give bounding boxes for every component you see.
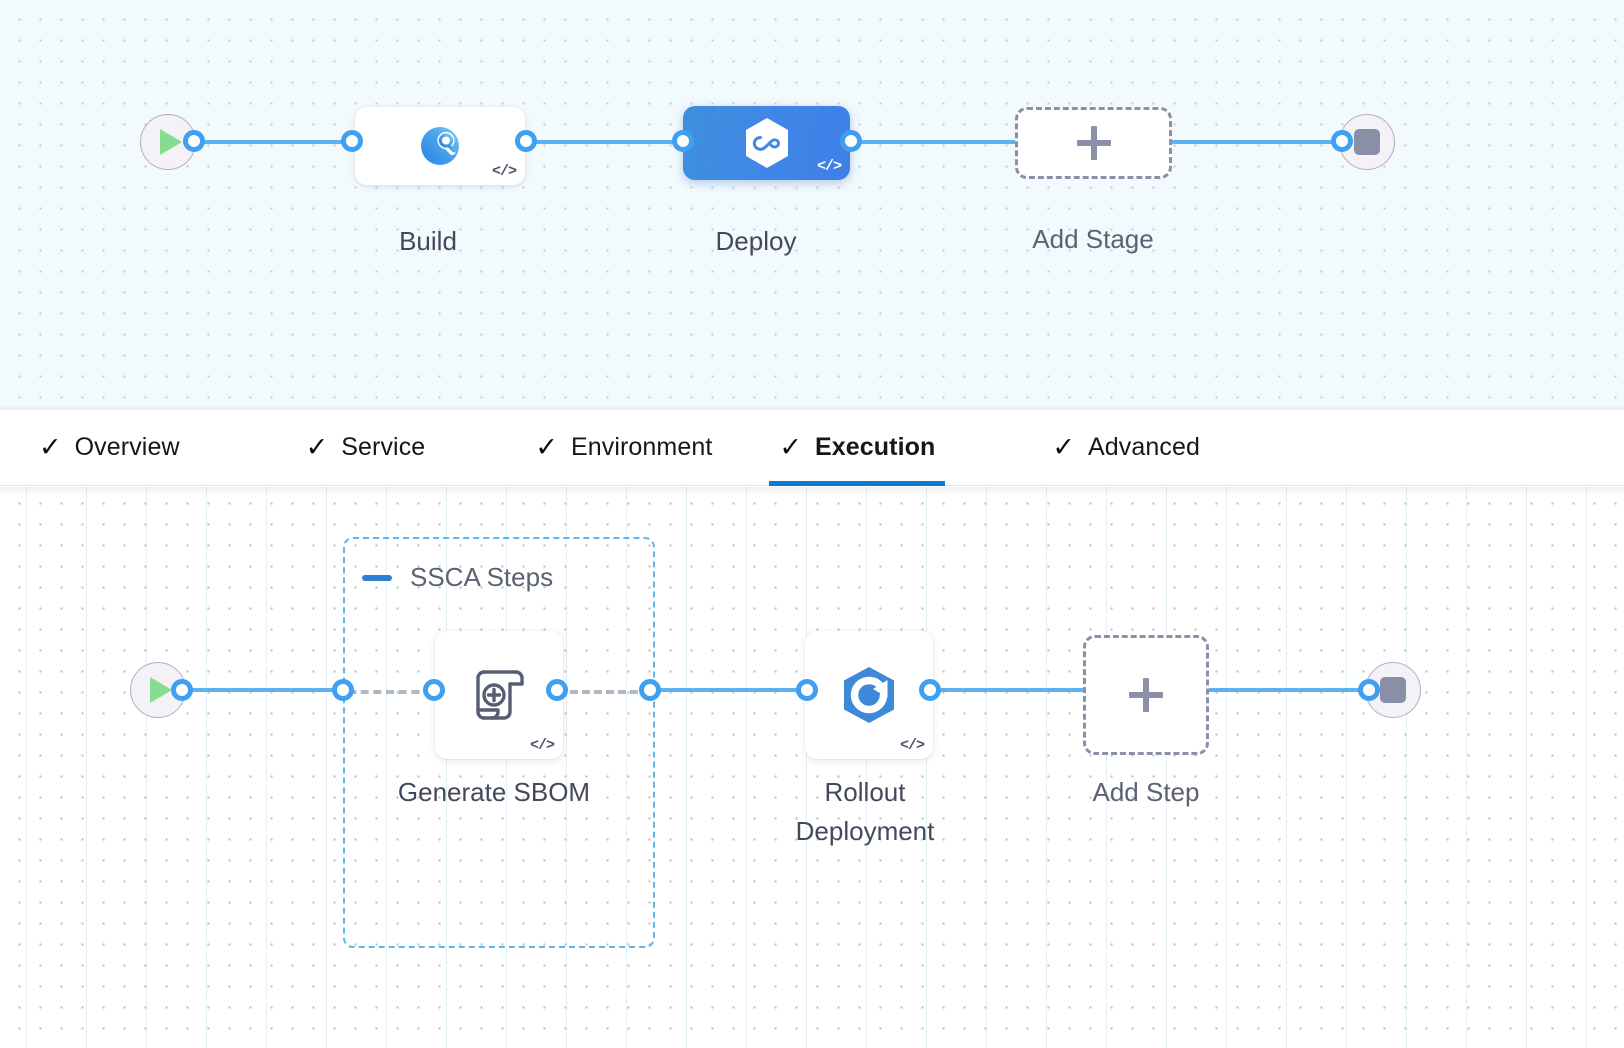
code-badge-icon[interactable]: </>	[529, 737, 555, 754]
edge-deploy-to-add	[848, 140, 1018, 144]
plus-icon	[1129, 678, 1163, 712]
stop-icon	[1380, 677, 1406, 703]
stage-label-build: Build	[399, 226, 457, 256]
edge-rollout-to-add	[928, 688, 1085, 692]
connector-dot-rollout-in[interactable]	[796, 679, 818, 701]
connector-dot-sbom-in[interactable]	[423, 679, 445, 701]
add-stage-label: Add Stage	[1032, 224, 1154, 254]
edge-start-to-group	[180, 688, 345, 692]
edge-group-to-sbom	[348, 690, 432, 694]
edge-group-to-rollout	[648, 688, 810, 692]
code-badge-icon[interactable]: </>	[816, 158, 842, 175]
connector-dot-build-in[interactable]	[341, 130, 363, 152]
step-group-ssca[interactable]	[343, 537, 655, 948]
stage-pipeline-canvas[interactable]: </> Build </> Deploy Add Stage	[0, 0, 1624, 410]
tab-label-environment: Environment	[570, 433, 713, 461]
tab-execution[interactable]: ✓ Execution	[769, 410, 946, 486]
tab-service[interactable]: ✓ Service	[300, 410, 432, 486]
connector-dot-deploy-in[interactable]	[672, 130, 694, 152]
minus-icon[interactable]	[362, 574, 392, 581]
connector-dot-start-out[interactable]	[171, 679, 193, 701]
edge-add-to-end	[1168, 140, 1356, 144]
add-step-label: Add Step	[1092, 777, 1200, 807]
stage-config-tabs: ✓ Overview ✓ Service ✓ Environment ✓ Exe…	[0, 410, 1624, 486]
tab-label-execution: Execution	[815, 433, 936, 461]
edge-start-to-build	[190, 140, 355, 144]
tab-label-overview: Overview	[74, 433, 180, 461]
step-label-generate-sbom: Generate SBOM	[397, 777, 591, 807]
sbom-scroll-icon	[462, 658, 536, 732]
play-icon	[159, 129, 182, 155]
tab-overview[interactable]: ✓ Overview	[33, 410, 186, 486]
connector-dot-build-out[interactable]	[515, 130, 537, 152]
edge-add-to-end	[1208, 688, 1371, 692]
step-label-rollout-deployment: Rollout Deployment	[795, 777, 935, 846]
connector-dot-deploy-out[interactable]	[840, 130, 862, 152]
connector-dot-rollout-out[interactable]	[919, 679, 941, 701]
tab-advanced[interactable]: ✓ Advanced	[1046, 410, 1206, 486]
edge-build-to-deploy	[522, 140, 685, 144]
tab-label-service: Service	[341, 433, 426, 461]
connector-dot-group-out[interactable]	[639, 679, 661, 701]
build-scan-icon	[414, 120, 466, 172]
step-group-title: SSCA Steps	[410, 562, 554, 592]
add-step-button[interactable]	[1083, 635, 1209, 755]
stage-card-deploy[interactable]: </>	[683, 106, 850, 180]
connector-dot-sbom-out[interactable]	[546, 679, 568, 701]
execution-steps-canvas[interactable]: SSCA Steps	[0, 487, 1624, 1048]
step-card-rollout-deployment[interactable]: </>	[805, 631, 933, 759]
edge-sbom-to-groupout	[558, 690, 650, 694]
stage-label-deploy: Deploy	[715, 226, 797, 256]
plus-icon	[1076, 126, 1111, 160]
check-icon: ✓	[305, 432, 329, 462]
connector-dot-start-out[interactable]	[183, 130, 205, 152]
check-icon: ✓	[535, 432, 558, 462]
code-badge-icon[interactable]: </>	[899, 737, 925, 754]
tab-label-advanced: Advanced	[1088, 433, 1201, 461]
deploy-hexagon-icon	[742, 116, 792, 170]
check-icon: ✓	[779, 432, 803, 462]
code-badge-icon[interactable]: </>	[491, 163, 517, 180]
connector-dot-group-in[interactable]	[332, 679, 354, 701]
tab-environment[interactable]: ✓ Environment	[529, 410, 718, 486]
add-stage-button[interactable]	[1015, 107, 1172, 179]
check-icon: ✓	[1052, 432, 1076, 462]
stage-card-build[interactable]: </>	[355, 107, 525, 185]
step-card-generate-sbom[interactable]: </>	[435, 631, 563, 759]
check-icon: ✓	[39, 432, 62, 462]
connector-dot-end-in[interactable]	[1358, 679, 1380, 701]
step-group-header[interactable]: SSCA Steps	[362, 562, 553, 593]
rollout-hexagon-icon	[832, 658, 906, 732]
play-icon	[149, 677, 172, 703]
stop-icon	[1354, 129, 1380, 155]
connector-dot-end-in[interactable]	[1331, 130, 1353, 152]
